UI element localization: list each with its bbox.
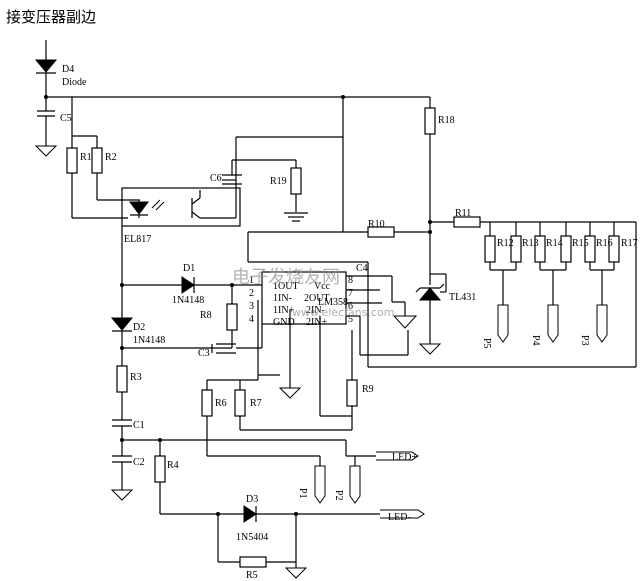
d1-type-label: 1N4148: [172, 295, 204, 306]
r18-branch: [342, 97, 436, 232]
r6-r7-r9-network: [201, 300, 358, 457]
tl431-label: TL431: [449, 292, 476, 303]
output-stage: [154, 440, 425, 579]
r15-label: R15: [572, 238, 589, 249]
ic-pin-number-2: 2: [249, 288, 254, 299]
connector-p5: [497, 304, 509, 343]
el817-label: EL817: [124, 234, 151, 245]
r1-label: R1: [80, 152, 92, 163]
d1-label: D1: [183, 263, 195, 274]
connector-p3: [596, 304, 608, 343]
p5-label: P5: [481, 338, 492, 349]
ic-pin-1in-plus: 1IN+: [273, 305, 295, 316]
connector-p1: [314, 456, 326, 504]
p4-label: P4: [530, 335, 541, 346]
c6-r19-network: [222, 136, 343, 222]
watermark-cn: 电子发烧友网: [232, 267, 340, 288]
tl431-regulator: [415, 232, 447, 355]
ic-pin-number-6: 6: [348, 301, 353, 312]
ic-pin-2in-plus: 2IN+: [306, 317, 328, 328]
connector-p2: [349, 456, 361, 504]
r2-label: R2: [105, 152, 117, 163]
r7-label: R7: [250, 398, 262, 409]
d2-branch: [110, 285, 263, 354]
r1-r2-branch: [66, 97, 140, 219]
d4-type-label: Diode: [62, 77, 87, 88]
ic-pin-2out: 2OUT: [304, 293, 330, 304]
lm358-ic: [248, 261, 418, 367]
c5-label: C5: [60, 113, 72, 124]
r10-label: R10: [368, 219, 385, 230]
r11-label: R11: [455, 208, 471, 219]
ic-pin-number-1: 1: [249, 275, 254, 286]
led-plus-output: [345, 440, 419, 461]
r3-label: R3: [130, 372, 142, 383]
r18-label: R18: [438, 115, 455, 126]
optocoupler-el817: [121, 187, 241, 285]
d3-type-label: 1N5404: [236, 532, 268, 543]
d1-branch: [122, 276, 262, 348]
d2-type-label: 1N4148: [133, 335, 165, 346]
ic-pin-2in-minus: 2IN-: [306, 305, 325, 316]
d2-label: D2: [133, 322, 145, 333]
connector-p4: [547, 304, 559, 343]
d3-label: D3: [246, 494, 258, 505]
c4-label: C4: [356, 263, 368, 274]
p1-label: P1: [297, 488, 308, 499]
p2-label: P2: [333, 490, 344, 501]
r8-label: R8: [200, 310, 212, 321]
r4-label: R4: [167, 460, 179, 471]
r19-label: R19: [270, 176, 287, 187]
r9-label: R9: [362, 384, 374, 395]
ic-pin-vcc: Vcc: [314, 281, 331, 292]
r6-label: R6: [215, 398, 227, 409]
ic-pin-gnd: GND: [273, 317, 295, 328]
diagram-title: 接变压器副边: [6, 8, 96, 26]
r5-label: R5: [246, 570, 258, 581]
led-minus-label: LED-: [388, 512, 411, 523]
c1-label: C1: [133, 420, 145, 431]
ic-pin-number-4: 4: [249, 314, 254, 325]
ic-pin-number-7: 7: [348, 288, 353, 299]
led-plus-label: LED+: [392, 452, 417, 463]
left-rail: [34, 40, 430, 157]
c6-label: C6: [210, 173, 222, 184]
junction-dots: [44, 95, 432, 516]
r17-label: R17: [621, 238, 638, 249]
r16-label: R16: [596, 238, 613, 249]
ic-pin-number-8: 8: [348, 275, 353, 286]
p3-label: P3: [579, 335, 590, 346]
r14-label: R14: [546, 238, 563, 249]
ic-pin-1out: 1OUT: [273, 281, 299, 292]
r13-label: R13: [522, 238, 539, 249]
c2-label: C2: [133, 457, 145, 468]
ic-pin-1in-minus: 1IN-: [273, 293, 292, 304]
ic-pin-number-3: 3: [249, 301, 254, 312]
d4-label: D4: [62, 64, 74, 75]
ic-name-label: LM358: [318, 297, 348, 308]
ic-pin-number-5: 5: [348, 314, 353, 325]
r3-c1-c2-chain: [110, 348, 346, 501]
c3-label: C3: [198, 348, 210, 359]
voltage-divider: [247, 216, 637, 368]
watermark-url: www.elecfans.com: [292, 306, 394, 319]
r12-label: R12: [497, 238, 514, 249]
